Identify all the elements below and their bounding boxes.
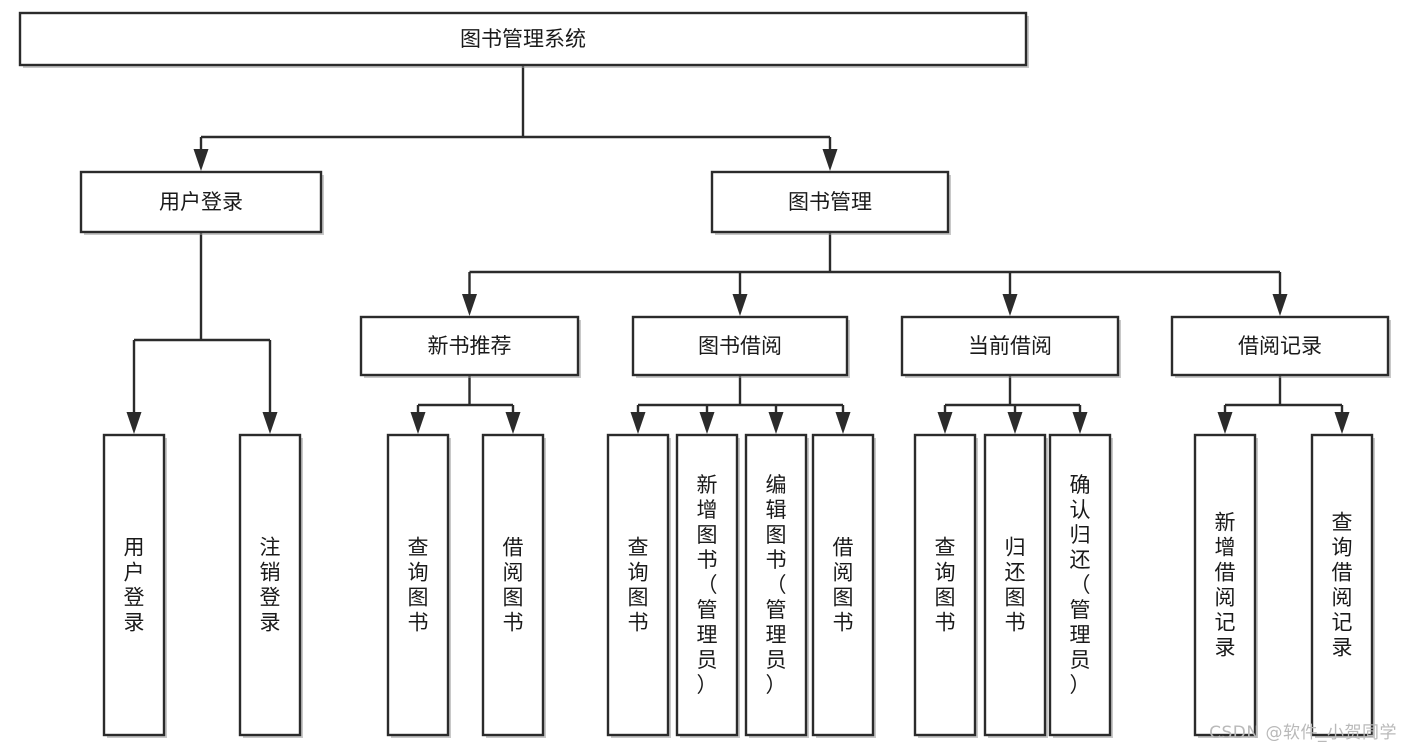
- arrow-head-icon: [1217, 412, 1233, 434]
- connector-group-book-manage: [462, 232, 1288, 316]
- node-book-manage[interactable]: 图书管理: [710, 170, 951, 235]
- connector-group-root: [193, 65, 838, 171]
- node-label: 借阅图书: [833, 536, 854, 635]
- node-box[interactable]: [102, 433, 166, 737]
- node-leaf-query-book-rec[interactable]: 查询图书: [386, 433, 451, 738]
- node-label: 查询借阅记录: [1332, 511, 1353, 660]
- node-label: 图书借阅: [698, 334, 782, 358]
- connector-group-user-login: [126, 232, 278, 434]
- arrow-head-icon: [262, 412, 278, 434]
- node-label: 编辑图书（管理员）: [766, 473, 787, 697]
- arrow-head-icon: [1072, 412, 1088, 434]
- node-box[interactable]: [359, 315, 580, 377]
- node-root[interactable]: 图书管理系统: [18, 11, 1029, 68]
- arrow-head-icon: [1272, 294, 1288, 316]
- node-leaf-user-login[interactable]: 用户登录: [102, 433, 167, 738]
- node-label: 注销登录: [260, 536, 281, 635]
- node-box[interactable]: [631, 315, 849, 377]
- node-leaf-return-book[interactable]: 归还图书: [983, 433, 1048, 738]
- arrow-head-icon: [410, 412, 426, 434]
- node-leaf-edit-book-admin[interactable]: 编辑图书（管理员）: [744, 433, 809, 738]
- connector-group-borrow-record: [1217, 375, 1350, 434]
- node-box[interactable]: [481, 433, 545, 737]
- node-box[interactable]: [913, 433, 977, 737]
- node-box[interactable]: [811, 433, 875, 737]
- node-box[interactable]: [606, 433, 670, 737]
- arrow-head-icon: [1002, 294, 1018, 316]
- arrow-head-icon: [732, 294, 748, 316]
- connector-group-book-borrow: [630, 375, 851, 434]
- node-label: 图书管理系统: [460, 27, 586, 51]
- node-borrow-record[interactable]: 借阅记录: [1170, 315, 1391, 378]
- node-box[interactable]: [900, 315, 1120, 377]
- arrow-head-icon: [835, 412, 851, 434]
- connector-group-new-book-recommend: [410, 375, 521, 434]
- arrow-head-icon: [768, 412, 784, 434]
- node-layer: 图书管理系统用户登录图书管理新书推荐图书借阅当前借阅借阅记录用户登录注销登录查询…: [18, 11, 1391, 738]
- node-leaf-query-book-current[interactable]: 查询图书: [913, 433, 978, 738]
- node-box[interactable]: [238, 433, 302, 737]
- node-label: 确认归还（管理员）: [1070, 473, 1091, 697]
- connector-group-current-borrow: [937, 375, 1088, 434]
- csdn-watermark: CSDN @软件_小贺同学: [1209, 723, 1397, 743]
- connector-layer: [126, 65, 1350, 434]
- arrow-head-icon: [699, 412, 715, 434]
- node-current-borrow[interactable]: 当前借阅: [900, 315, 1121, 378]
- node-book-borrow[interactable]: 图书借阅: [631, 315, 850, 378]
- node-label: 新书推荐: [428, 334, 512, 358]
- arrow-head-icon: [1007, 412, 1023, 434]
- node-label: 借阅记录: [1238, 334, 1322, 358]
- node-label: 用户登录: [159, 190, 243, 214]
- node-leaf-query-borrow-record[interactable]: 查询借阅记录: [1310, 433, 1375, 738]
- arrow-head-icon: [822, 149, 838, 171]
- arrow-head-icon: [126, 412, 142, 434]
- node-box[interactable]: [675, 433, 739, 737]
- node-box[interactable]: [983, 433, 1047, 737]
- arrow-head-icon: [630, 412, 646, 434]
- node-leaf-borrow-book-rec[interactable]: 借阅图书: [481, 433, 546, 738]
- node-box[interactable]: [1193, 433, 1257, 737]
- arrow-head-icon: [193, 149, 209, 171]
- node-leaf-add-book-admin[interactable]: 新增图书（管理员）: [675, 433, 740, 738]
- node-label: 查询图书: [935, 536, 956, 635]
- node-box[interactable]: [79, 170, 323, 234]
- node-leaf-add-borrow-record[interactable]: 新增借阅记录: [1193, 433, 1258, 738]
- arrow-head-icon: [462, 294, 477, 316]
- node-new-book-recommend[interactable]: 新书推荐: [359, 315, 581, 378]
- node-box[interactable]: [1310, 433, 1374, 737]
- node-leaf-query-book-borrow[interactable]: 查询图书: [606, 433, 671, 738]
- node-user-login[interactable]: 用户登录: [79, 170, 324, 235]
- node-label: 新增图书（管理员）: [697, 473, 718, 697]
- node-leaf-borrow-book[interactable]: 借阅图书: [811, 433, 876, 738]
- node-label: 归还图书: [1005, 536, 1026, 635]
- node-box[interactable]: [386, 433, 450, 737]
- node-label: 新增借阅记录: [1215, 511, 1236, 660]
- node-label: 用户登录: [124, 536, 145, 635]
- node-label: 查询图书: [408, 536, 429, 635]
- node-label: 查询图书: [628, 536, 649, 635]
- arrow-head-icon: [937, 412, 953, 434]
- node-label: 图书管理: [788, 190, 872, 214]
- arrow-head-icon: [1334, 412, 1350, 434]
- node-box[interactable]: [744, 433, 808, 737]
- node-box[interactable]: [18, 11, 1028, 67]
- arrow-head-icon: [505, 412, 521, 434]
- node-label: 借阅图书: [503, 536, 524, 635]
- node-box[interactable]: [710, 170, 950, 234]
- node-box[interactable]: [1170, 315, 1390, 377]
- node-label: 当前借阅: [968, 334, 1052, 358]
- node-leaf-user-logout[interactable]: 注销登录: [238, 433, 303, 738]
- node-leaf-confirm-return-admin[interactable]: 确认归还（管理员）: [1048, 433, 1113, 738]
- node-box[interactable]: [1048, 433, 1112, 737]
